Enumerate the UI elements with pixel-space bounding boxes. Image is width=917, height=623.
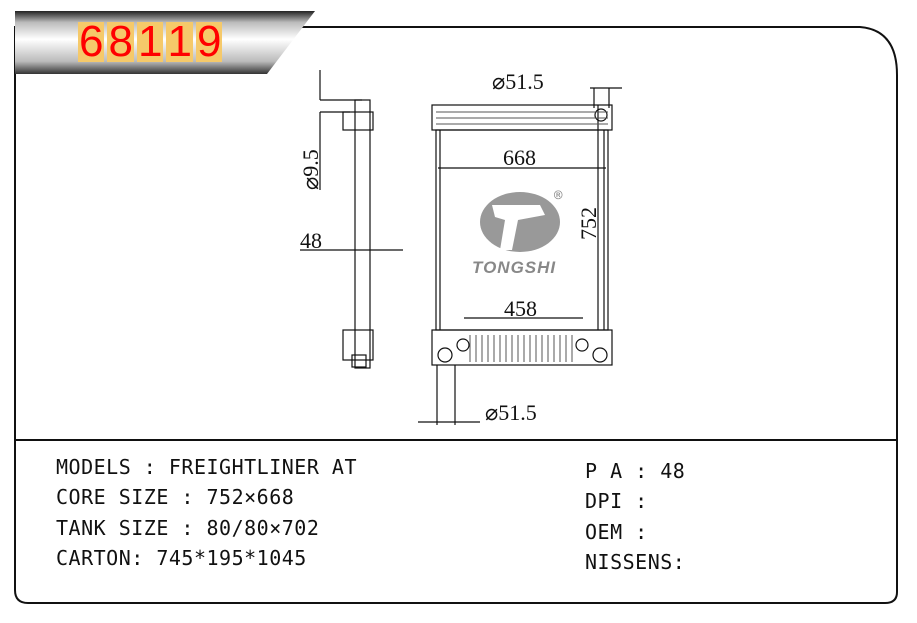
spec-nissens: NISSENS: <box>585 550 686 574</box>
dim-width: 668 <box>503 145 536 170</box>
brand-logo-text: TONGSHI <box>472 258 557 277</box>
spec-tank-size: TANK SIZE : 80/80×702 <box>56 516 320 540</box>
frame <box>14 26 898 604</box>
registered-mark: ® <box>554 188 563 204</box>
dim-height: 752 <box>576 207 601 240</box>
digit: 9 <box>195 17 223 66</box>
digit: 1 <box>166 17 193 66</box>
dim-depth: 48 <box>300 228 322 253</box>
tank-fins <box>436 111 608 362</box>
digit: 1 <box>136 17 164 66</box>
spec-core-size: CORE SIZE : 752×668 <box>56 485 295 509</box>
spec-models: MODELS : FREIGHTLINER AT <box>56 455 357 479</box>
spec-dpi: DPI : <box>585 489 648 513</box>
digit: 6 <box>78 17 105 66</box>
spec-carton: CARTON: 745*195*1045 <box>56 546 307 570</box>
dim-top-pipe: ⌀51.5 <box>492 69 544 94</box>
spec-oem: OEM : <box>585 520 648 544</box>
dim-bottom-pipe: ⌀51.5 <box>485 400 537 425</box>
digit: 8 <box>107 17 134 66</box>
title-banner <box>15 11 315 74</box>
spec-pa: P A : 48 <box>585 459 686 483</box>
dim-bottom-span: 458 <box>504 296 537 321</box>
logo-icon <box>480 192 560 252</box>
front-view <box>418 87 622 425</box>
side-view <box>300 70 403 369</box>
dim-side-pipe: ⌀9.5 <box>298 149 323 190</box>
